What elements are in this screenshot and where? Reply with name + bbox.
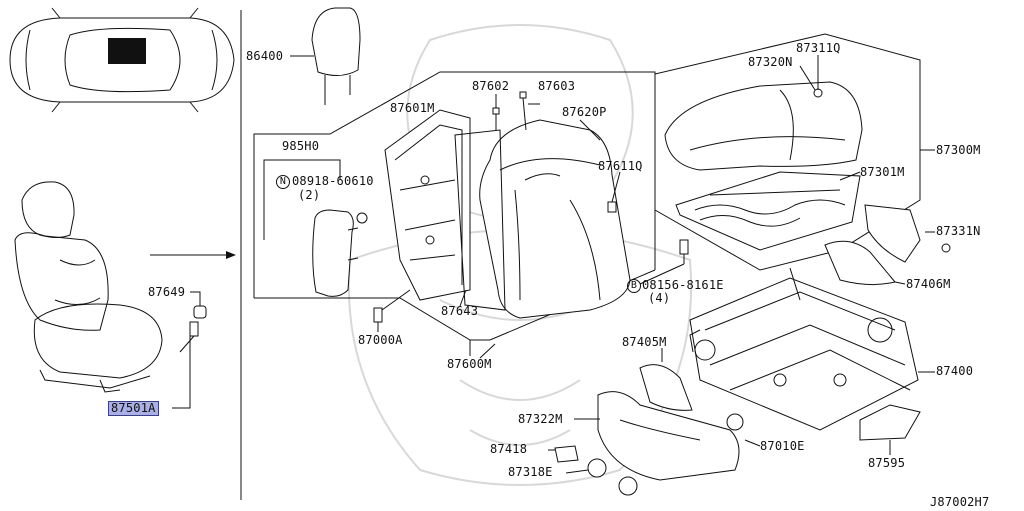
knob-part bbox=[193, 305, 207, 319]
label-87322m: 87322M bbox=[518, 412, 563, 426]
front-cover bbox=[639, 364, 693, 411]
label-87501a[interactable]: 87501A bbox=[108, 401, 159, 416]
label-86400: 86400 bbox=[246, 49, 284, 63]
side-bracket bbox=[864, 204, 921, 263]
label-985h0: 985H0 bbox=[282, 139, 320, 153]
screw-part bbox=[189, 321, 199, 337]
seatback-cover bbox=[479, 119, 631, 319]
seat-cushion bbox=[664, 81, 863, 171]
label-87603: 87603 bbox=[538, 79, 576, 93]
side-pad bbox=[312, 209, 354, 297]
cushion-pan bbox=[675, 171, 861, 251]
label-87600m: 87600M bbox=[447, 357, 492, 371]
cushion-group-outline bbox=[654, 33, 921, 271]
headrest bbox=[311, 7, 361, 105]
label-08156-8161e: 08156-8161E bbox=[642, 278, 724, 292]
nut-symbol: N bbox=[276, 175, 290, 189]
label-87311q: 87311Q bbox=[796, 41, 841, 55]
label-08918-60610: 08918-60610 bbox=[292, 174, 374, 188]
label-87300m: 87300M bbox=[936, 143, 981, 157]
label-87406m: 87406M bbox=[906, 277, 951, 291]
label-08156-qty: (4) bbox=[648, 291, 671, 305]
label-87649: 87649 bbox=[148, 285, 186, 299]
adjust-knob-1 bbox=[587, 458, 607, 478]
label-87320n: 87320N bbox=[748, 55, 793, 69]
lower-bracket bbox=[859, 404, 921, 441]
full-seat-illustration bbox=[14, 181, 163, 393]
car-top-view bbox=[9, 7, 235, 113]
label-87595: 87595 bbox=[868, 456, 906, 470]
seatback-frame bbox=[384, 109, 471, 301]
label-87611q: 87611Q bbox=[598, 159, 643, 173]
diagram-code: J87002H7 bbox=[930, 495, 990, 509]
lever-knob bbox=[726, 413, 744, 431]
label-87010e: 87010E bbox=[760, 439, 805, 453]
label-87643: 87643 bbox=[441, 304, 479, 318]
seat-adjuster-frame bbox=[689, 267, 919, 431]
label-87405m: 87405M bbox=[622, 335, 667, 349]
side-finisher bbox=[597, 391, 740, 481]
label-87331n: 87331N bbox=[936, 224, 981, 238]
seat-location-marker bbox=[108, 38, 146, 64]
label-87418: 87418 bbox=[490, 442, 528, 456]
label-87301m: 87301M bbox=[860, 165, 905, 179]
label-87602: 87602 bbox=[472, 79, 510, 93]
bolt-symbol: B bbox=[627, 279, 641, 293]
label-87601m: 87601M bbox=[390, 101, 435, 115]
seatback-group-outline bbox=[253, 71, 656, 298]
label-08918-qty: (2) bbox=[298, 188, 321, 202]
label-87318e: 87318E bbox=[508, 465, 553, 479]
clip-part bbox=[554, 445, 579, 463]
backing-board bbox=[454, 129, 506, 311]
label-87620p: 87620P bbox=[562, 105, 607, 119]
adjust-knob-2 bbox=[618, 476, 638, 496]
label-87000a: 87000A bbox=[358, 333, 403, 347]
label-87400: 87400 bbox=[936, 364, 974, 378]
